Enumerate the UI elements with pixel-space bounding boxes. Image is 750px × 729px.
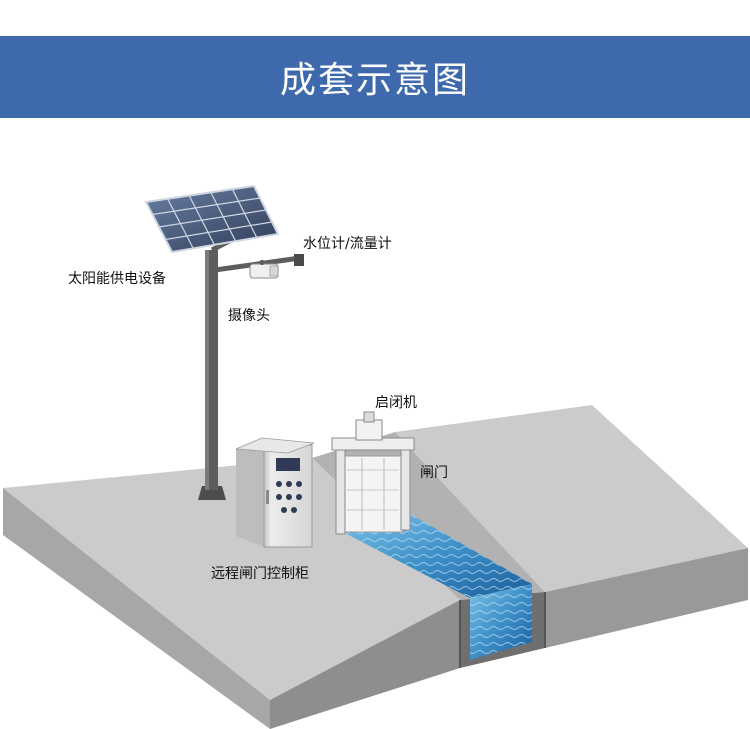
ground-right-block [395, 405, 748, 648]
camera [249, 260, 279, 279]
sluice-gate [335, 443, 411, 535]
title-banner: 成套示意图 [0, 36, 750, 118]
cabinet-screen [276, 458, 300, 471]
label-level-flow-meter: 水位计/流量计 [303, 236, 392, 252]
label-solar-power: 太阳能供电设备 [68, 271, 166, 287]
label-control-cabinet: 远程闸门控制柜 [211, 566, 309, 582]
label-camera: 摄像头 [228, 308, 270, 324]
control-cabinet [235, 437, 315, 548]
gate-hoist [331, 411, 415, 451]
label-gate: 闸门 [420, 465, 448, 481]
solar-panel [144, 184, 280, 254]
page-title: 成套示意图 [279, 60, 470, 101]
level-meter-sensor [294, 254, 304, 266]
label-hoist: 启闭机 [375, 395, 417, 411]
